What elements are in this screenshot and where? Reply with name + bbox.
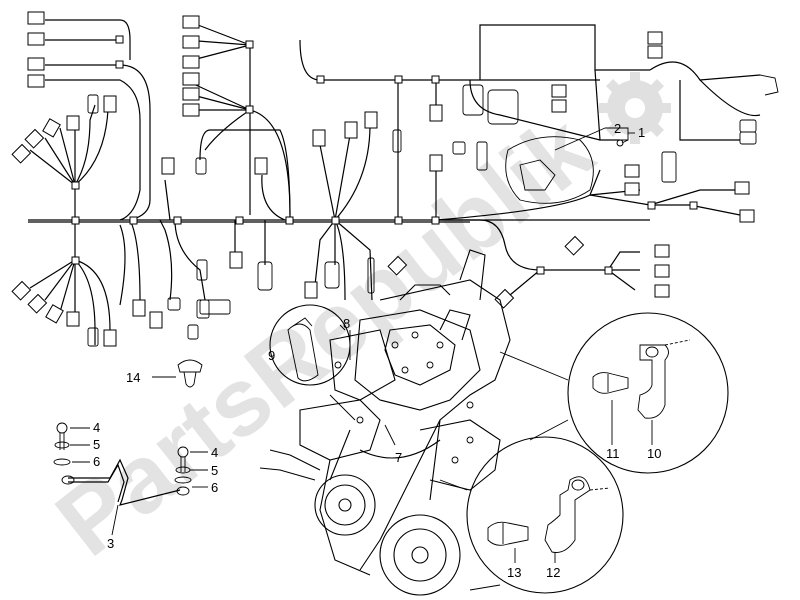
callout-6b: 6 <box>211 480 218 495</box>
callout-4b: 4 <box>211 445 218 460</box>
connectors <box>11 11 755 347</box>
detail-circle-12-13 <box>439 436 624 594</box>
callout-12: 12 <box>546 565 560 580</box>
callout-2: 2 <box>614 121 621 136</box>
callout-6a: 6 <box>93 454 100 469</box>
callout-7: 7 <box>395 450 402 465</box>
callout-5b: 5 <box>211 463 218 478</box>
callout-8: 8 <box>343 316 350 331</box>
callout-11: 11 <box>606 446 620 461</box>
callout-5a: 5 <box>93 437 100 452</box>
callout-1-2-group <box>554 127 635 151</box>
part-3-cable <box>53 422 208 536</box>
detail-circle-10-11 <box>499 312 729 474</box>
callout-3: 3 <box>107 536 114 551</box>
callout-4a: 4 <box>93 420 100 435</box>
small-components <box>87 74 779 347</box>
callout-13: 13 <box>507 565 521 580</box>
gear-watermark-icon <box>599 72 671 144</box>
vehicle-frame <box>259 249 511 596</box>
callout-1: 1 <box>638 125 645 140</box>
leader-lines <box>349 330 396 446</box>
callout-10: 10 <box>647 446 661 461</box>
callout-labels: 2 1 3 4 4 5 5 6 6 7 8 9 10 11 12 13 14 <box>93 121 661 580</box>
callout-14: 14 <box>126 370 140 385</box>
junction-nodes <box>71 35 698 275</box>
detail-cluster-region <box>505 136 594 204</box>
part-14-push-clip <box>152 359 203 388</box>
callout-9: 9 <box>268 348 275 363</box>
